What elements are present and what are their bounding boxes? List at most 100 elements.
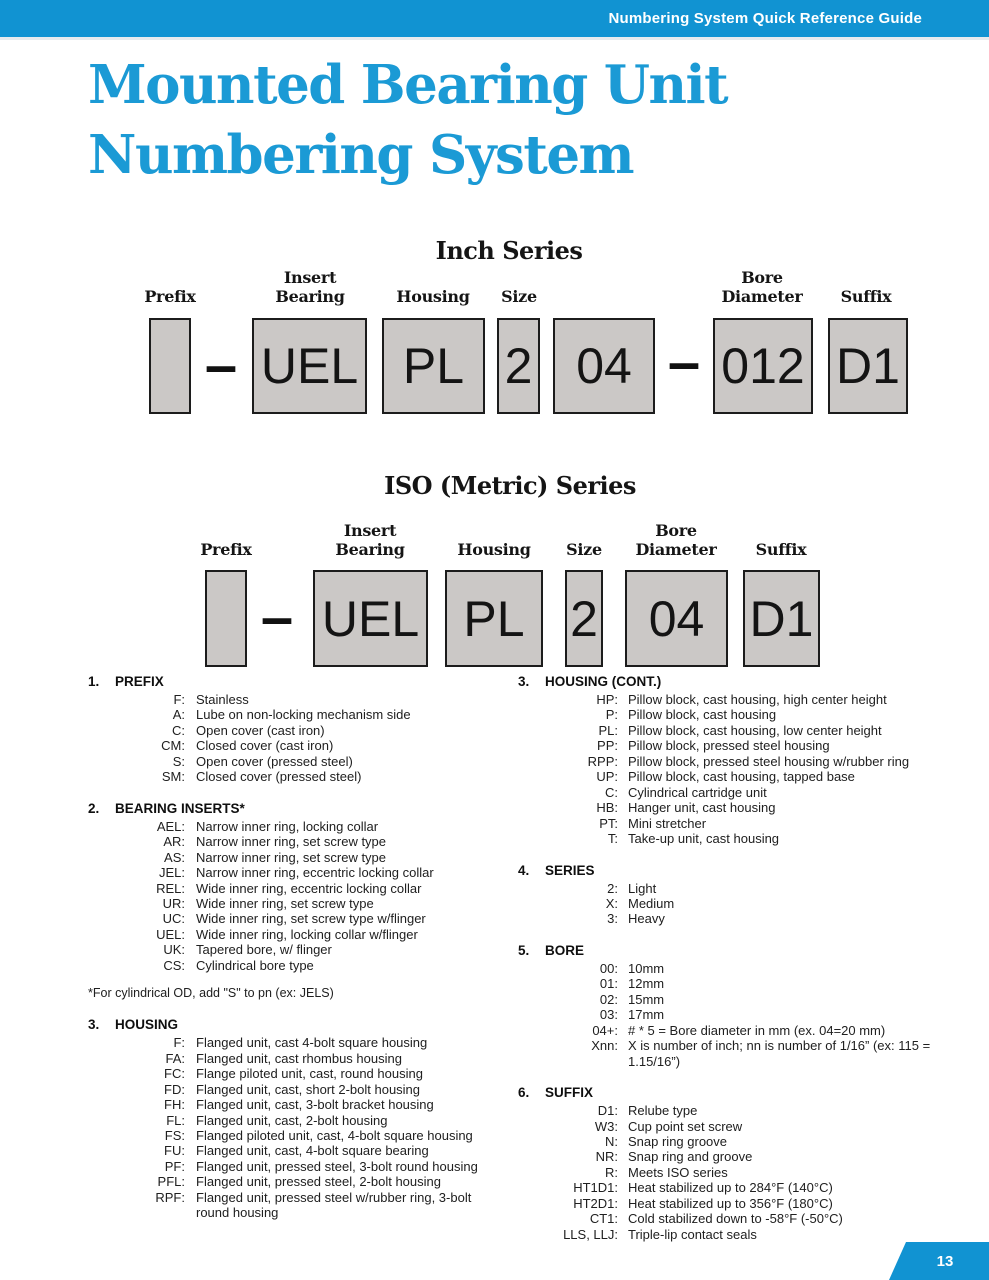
item-code: FD:: [164, 1081, 185, 1097]
section-header: 6.SUFFIX: [518, 1085, 948, 1101]
item-description: Cylindrical cartridge unit: [628, 784, 767, 800]
section-title: HOUSING: [115, 1017, 179, 1033]
inch-size-box: 2: [497, 318, 540, 414]
definition-item: HB:Hanger unit, cast housing: [518, 800, 948, 815]
inch-prefix-label: Prefix: [144, 287, 196, 306]
definition-item: FH: Flanged unit, cast, 3-bolt bracket ho…: [88, 1097, 518, 1112]
item-description: Cold stabilized down to -58°F (-50°C): [628, 1211, 843, 1227]
definition-item: JEL:Narrow inner ring, eccentric locking…: [88, 865, 518, 880]
definition-item: RPP:Pillow block, pressed steel housing …: [518, 754, 948, 769]
item-description: Meets ISO series: [628, 1164, 728, 1180]
item-code: AR:: [163, 834, 185, 850]
inch-suffix-box: D1: [828, 318, 908, 414]
inch-suffix-label: Suffix: [840, 287, 892, 306]
definition-item: Xnn:X is number of inch; nn is number of…: [518, 1038, 948, 1069]
item-description: Narrow inner ring, set screw type: [196, 849, 387, 865]
item-description: Pillow block, pressed steel housing w/ru…: [628, 753, 910, 769]
item-code: F:: [173, 692, 185, 707]
section-title: SUFFIX: [545, 1085, 594, 1101]
inch-size-number-box: 04: [553, 318, 655, 414]
iso-prefix-label: Prefix: [200, 540, 252, 559]
definition-item: W3:Cup point set screw: [518, 1119, 948, 1134]
item-description: Flanged unit, pressed steel, 2-bolt hous…: [196, 1174, 441, 1190]
item-description: Relube type: [628, 1103, 698, 1119]
definition-item: UP:Pillow block, cast housing, tapped ba…: [518, 769, 948, 784]
definition-item: C:Cylindrical cartridge unit: [518, 785, 948, 800]
definition-item: 03: 17mm: [518, 1007, 948, 1022]
header-bar: Numbering System Quick Reference Guide: [0, 0, 989, 40]
item-code: C:: [172, 722, 185, 738]
definition-item: LLS, LLJ:Triple-lip contact seals: [518, 1227, 948, 1242]
definition-section: 2.BEARING INSERTS* AEL:Narrow inner ring,…: [88, 801, 518, 1002]
item-description: Pillow block, cast housing, tapped base: [628, 769, 855, 785]
section-header: 2.BEARING INSERTS*: [88, 801, 518, 817]
item-description: Narrow inner ring, locking collar: [196, 818, 379, 834]
item-code: HT2D1:: [573, 1195, 618, 1211]
item-description: Closed cover (pressed steel): [196, 769, 362, 785]
item-code: 2:: [607, 880, 618, 896]
definition-item: F:Flanged unit, cast 4-bolt square housi…: [88, 1035, 518, 1050]
item-code: RPF:: [155, 1189, 185, 1205]
definition-item: RPF: Flanged unit, pressed steel w/rubber…: [88, 1190, 518, 1221]
section-title: BEARING INSERTS*: [115, 800, 245, 816]
item-code: 03:: [599, 1007, 618, 1023]
definition-item: 00:10mm: [518, 961, 948, 976]
item-description: Flanged unit, cast, short 2-bolt housing: [196, 1081, 421, 1097]
definition-item: FU:Flanged unit, cast, 4-bolt square bea…: [88, 1143, 518, 1158]
section-header: 3.HOUSING: [88, 1017, 518, 1033]
iso-insert-bearing-label: Insert Bearing: [335, 521, 405, 559]
inch-bore-diameter-label: Bore Diameter: [721, 268, 803, 306]
item-description: Narrow inner ring, set screw type: [196, 834, 387, 850]
item-description: 17mm: [628, 1007, 665, 1023]
item-code: CS:: [163, 957, 185, 973]
item-description: Wide inner ring, set screw type w/flinge…: [196, 911, 426, 927]
item-description: Flanged piloted unit, cast, 4-bolt squar…: [196, 1127, 473, 1143]
section-number: 3.: [518, 674, 530, 689]
item-description: 15mm: [628, 991, 665, 1007]
item-description: Flanged unit, pressed steel w/rubber rin…: [196, 1189, 472, 1221]
item-description: Pillow block, cast housing, low center h…: [628, 722, 882, 738]
definition-item: CT1:Cold stabilized down to -58°F (-50°C…: [518, 1211, 948, 1226]
inch-prefix-box: [149, 318, 191, 414]
section-header: 3. HOUSING (CONT.): [518, 674, 948, 690]
page-title: Mounted Bearing Unit Numbering System: [88, 50, 729, 190]
definition-item: AS:Narrow inner ring, set screw type: [88, 850, 518, 865]
definition-item: N:Snap ring groove: [518, 1134, 948, 1149]
definition-item: A:Lube on non-locking mechanism side: [88, 707, 518, 722]
item-description: Heat stabilized up to 284°F (140°C): [628, 1180, 833, 1196]
item-description: Stainless: [196, 692, 249, 707]
page-title-line1: Mounted Bearing Unit: [88, 54, 729, 116]
iso-size-box: 2: [565, 570, 603, 667]
item-description: Flanged unit, cast, 3-bolt bracket housi…: [196, 1097, 434, 1113]
definition-item: FA:Flanged unit, cast rhombus housing: [88, 1051, 518, 1066]
definition-item: UR: Wide inner ring, set screw type: [88, 896, 518, 911]
section-title: SERIES: [545, 862, 595, 878]
item-description: Tapered bore, w/ flinger: [196, 942, 332, 958]
definition-item: FL:Flanged unit, cast, 2-bolt housing: [88, 1113, 518, 1128]
item-description: Medium: [628, 895, 675, 911]
item-description: Light: [628, 880, 657, 896]
item-description: Take-up unit, cast housing: [628, 831, 780, 847]
item-code: 01:: [599, 976, 618, 992]
item-code: UR:: [162, 895, 185, 911]
item-code: REL:: [156, 880, 185, 896]
item-description: Triple-lip contact seals: [628, 1226, 757, 1242]
item-code: FH:: [164, 1097, 185, 1113]
definition-item: AEL:Narrow inner ring, locking collar: [88, 819, 518, 834]
item-code: PF:: [164, 1158, 185, 1174]
iso-series-title: ISO (Metric) Series: [384, 471, 636, 500]
page-number-tab: 13: [889, 1242, 989, 1280]
definition-item: C:Open cover (cast iron): [88, 723, 518, 738]
item-description: Wide inner ring, set screw type: [196, 895, 374, 911]
section-header: 1.PREFIX: [88, 674, 518, 690]
section-title: HOUSING (CONT.): [545, 674, 662, 689]
inch-housing-box: PL: [382, 318, 485, 414]
item-code: R:: [605, 1164, 618, 1180]
item-description: Flanged unit, cast, 2-bolt housing: [196, 1112, 388, 1128]
item-description: Wide inner ring, locking collar w/flinge…: [196, 926, 418, 942]
definition-item: UK:Tapered bore, w/ flinger: [88, 942, 518, 957]
item-code: T:: [607, 831, 618, 847]
